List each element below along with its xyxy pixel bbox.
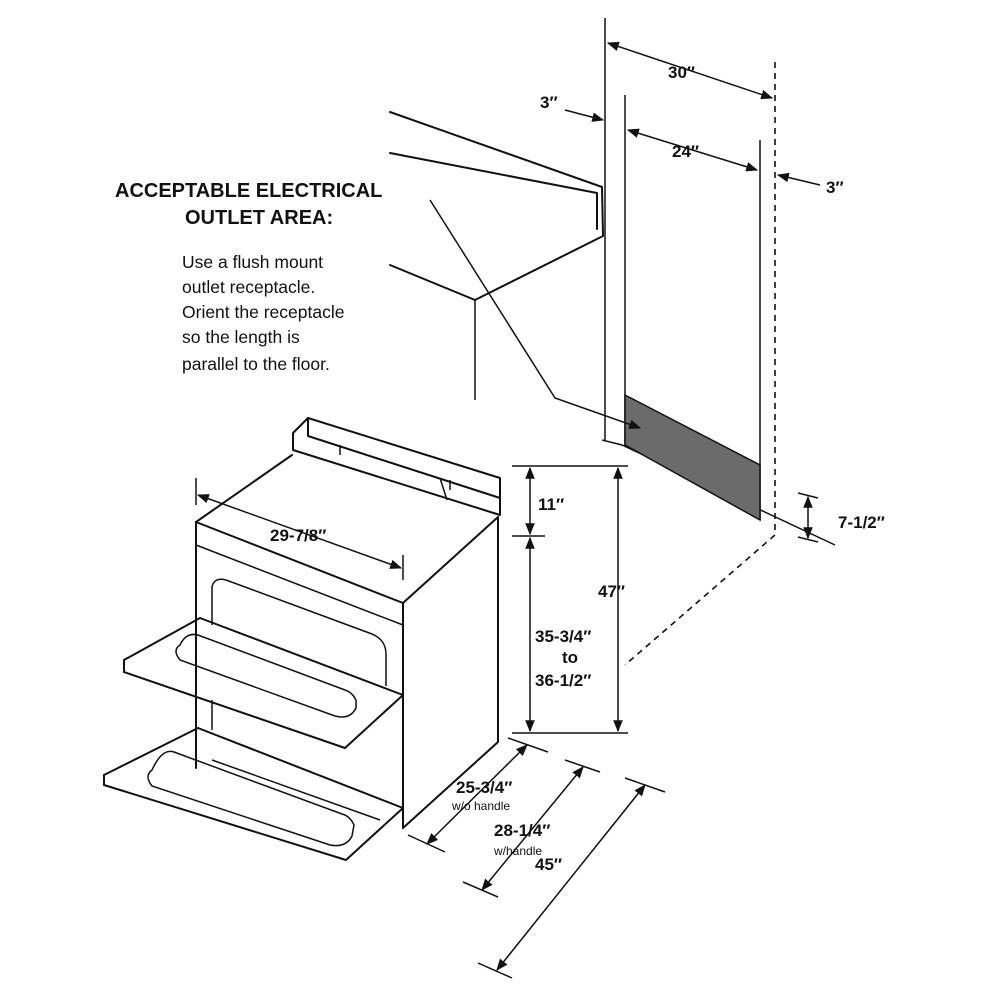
outlet-body-line-4: so the length is [182, 327, 300, 347]
range-body [103, 417, 501, 861]
outlet-area [624, 393, 761, 522]
svg-text:35-3/4″: 35-3/4″ [535, 627, 591, 646]
svg-text:30″: 30″ [668, 63, 695, 82]
svg-text:36-1/2″: 36-1/2″ [535, 671, 591, 690]
outlet-body-line-1: Use a flush mount [182, 252, 323, 272]
outlet-width-dimension: 24″ [626, 128, 759, 172]
svg-text:25-3/4″: 25-3/4″ [456, 778, 512, 797]
outlet-heading-line2: OUTLET AREA: [185, 207, 333, 229]
svg-text:7-1/2″: 7-1/2″ [838, 513, 885, 532]
outlet-body-line-5: parallel to the floor. [182, 354, 330, 374]
left-clearance-dimension: 3″ [540, 93, 605, 122]
svg-text:to: to [562, 648, 578, 667]
height-dimensions: 11″ 35-3/4″ to 36-1/2″ 47″ [512, 465, 628, 734]
svg-text:w/o handle: w/o handle [451, 799, 510, 813]
svg-text:29-7/8″: 29-7/8″ [270, 526, 326, 545]
depth-dimensions: 25-3/4″ w/o handle 28-1/4″ w/handle 45″ [407, 737, 666, 979]
svg-text:11″: 11″ [538, 495, 564, 514]
cabinet-width-dimension: 30″ [606, 41, 774, 100]
right-clearance-dimension: 3″ [776, 172, 844, 197]
svg-text:24″: 24″ [672, 142, 699, 161]
svg-text:3″: 3″ [540, 93, 558, 112]
svg-text:28-1/4″: 28-1/4″ [494, 821, 550, 840]
svg-text:47″: 47″ [598, 582, 625, 601]
svg-text:3″: 3″ [826, 178, 844, 197]
outlet-body-line-3: Orient the receptacle [182, 302, 344, 322]
outlet-leader-line [429, 199, 642, 429]
svg-text:45″: 45″ [535, 855, 562, 874]
range-width-dimension: 29-7/8″ [195, 478, 404, 580]
outlet-height-dimension: 7-1/2″ [797, 492, 885, 543]
wall-countertop [389, 18, 836, 666]
outlet-heading-line1: ACCEPTABLE ELECTRICAL [115, 180, 382, 202]
outlet-body-line-2: outlet receptacle. [182, 277, 315, 297]
